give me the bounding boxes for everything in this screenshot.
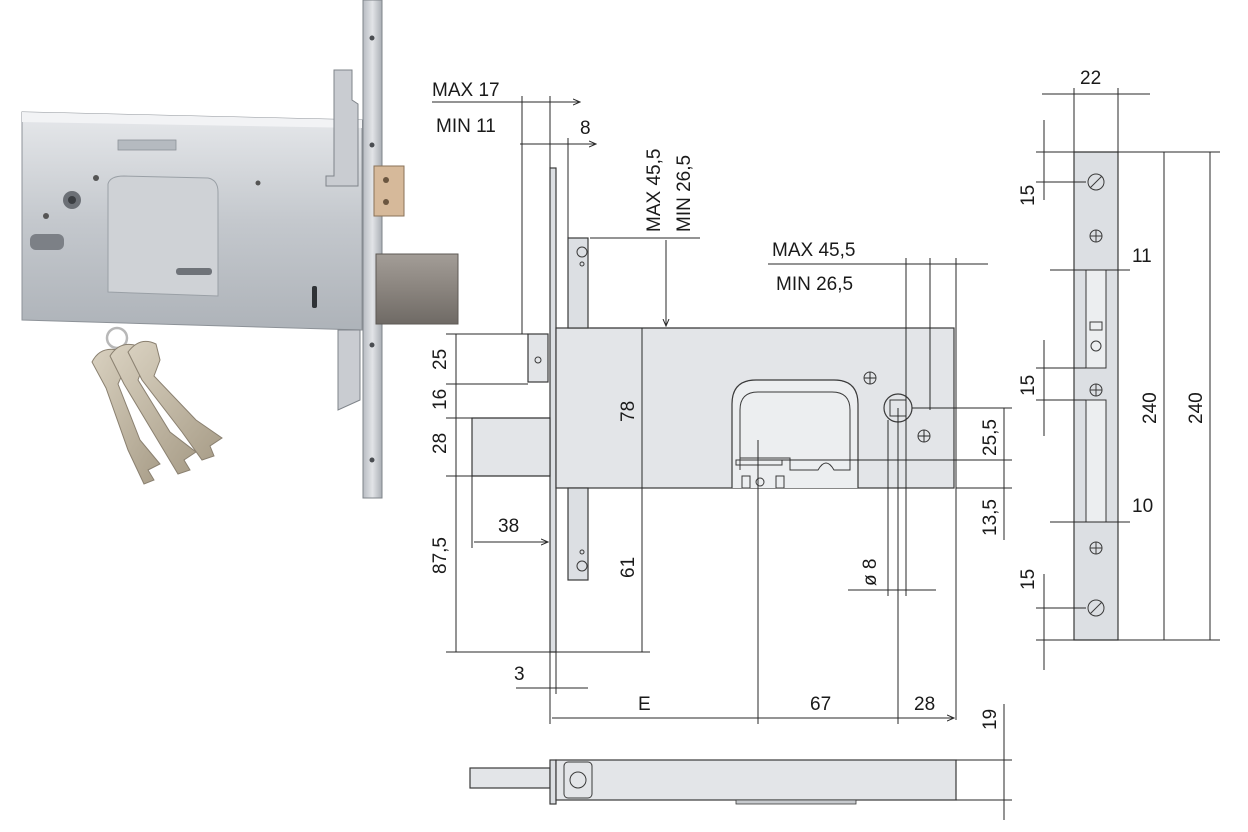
label-240-outer: 240 [1186, 392, 1207, 424]
strike-plate-view [1036, 88, 1220, 670]
label-10: 10 [1132, 496, 1153, 517]
label-13-5: 13,5 [980, 499, 1001, 536]
dimension-labels: MAX 17 MIN 11 8 MAX 45,5 MIN 26,5 MAX 45… [430, 68, 1207, 730]
label-15-bottom: 15 [1018, 569, 1039, 590]
label-3: 3 [514, 664, 525, 685]
label-78: 78 [618, 401, 639, 422]
lock-photo [21, 0, 459, 499]
label-87-5: 87,5 [430, 537, 451, 574]
label-16: 16 [430, 389, 451, 410]
label-61: 61 [618, 557, 639, 578]
label-min11: MIN 11 [436, 116, 496, 137]
label-15-mid: 15 [1018, 375, 1039, 396]
keys-photo [91, 326, 223, 485]
label-max45-horizontal: MAX 45,5 [772, 240, 855, 261]
label-19: 19 [980, 709, 1001, 730]
label-min26-vertical: MIN 26,5 [674, 155, 695, 232]
lock-front-view [471, 167, 955, 653]
label-28-bottom: 28 [914, 694, 935, 715]
label-22: 22 [1080, 68, 1101, 89]
label-240-inner: 240 [1140, 392, 1161, 424]
label-25: 25 [430, 349, 451, 370]
lock-side-view [469, 704, 1012, 820]
label-28-left: 28 [430, 433, 451, 454]
label-11: 11 [1132, 246, 1152, 267]
label-38: 38 [498, 516, 519, 537]
label-e: E [638, 694, 651, 715]
label-max45-vertical: MAX 45,5 [644, 149, 665, 232]
label-diameter-8: ø 8 [860, 559, 881, 586]
label-min26-horizontal: MIN 26,5 [776, 274, 853, 295]
label-15-top: 15 [1018, 185, 1039, 206]
main-dimension-lines [432, 96, 1012, 724]
label-8: 8 [580, 118, 591, 139]
label-67: 67 [810, 694, 831, 715]
label-25-5: 25,5 [980, 419, 1001, 456]
label-max17: MAX 17 [432, 80, 500, 101]
